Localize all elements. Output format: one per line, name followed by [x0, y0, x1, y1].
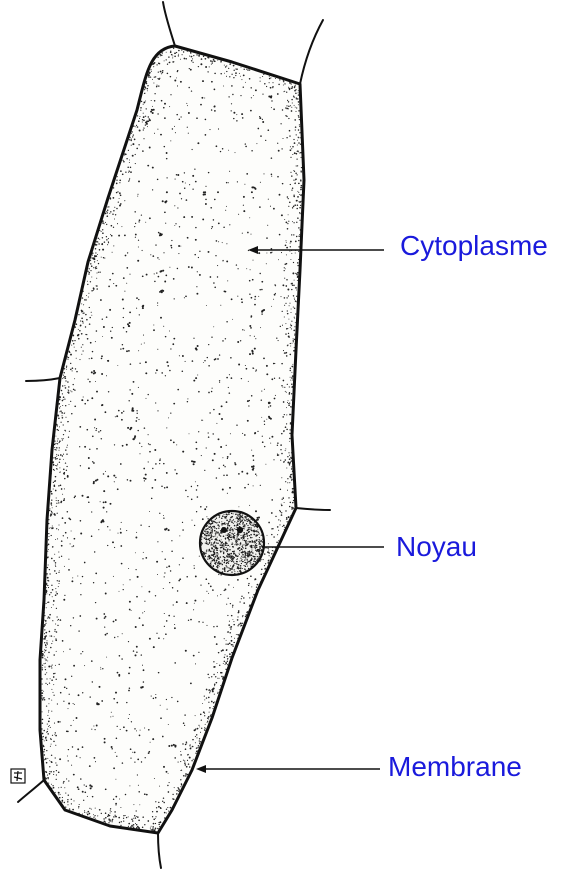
- label-membrane: Membrane: [388, 753, 522, 781]
- label-noyau: Noyau: [396, 533, 477, 561]
- cell-body: [40, 46, 304, 833]
- artist-mark: [11, 769, 25, 783]
- label-cytoplasme: Cytoplasme: [400, 232, 548, 260]
- pointer-membrane-arrowhead: [196, 765, 206, 773]
